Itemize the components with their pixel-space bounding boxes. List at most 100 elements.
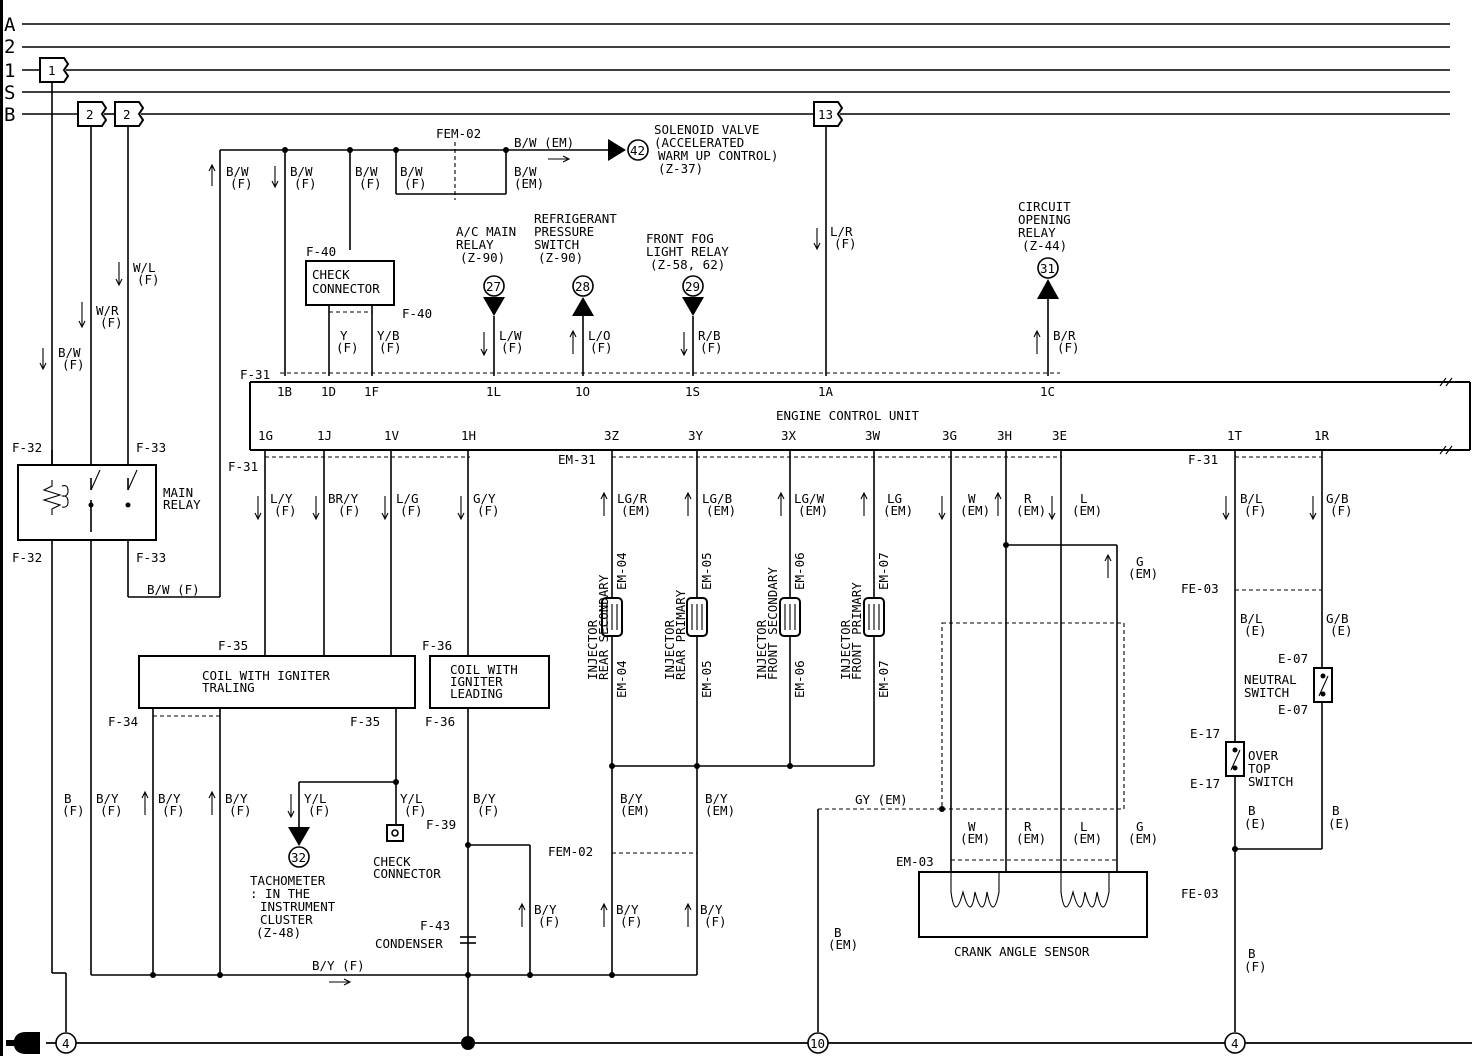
svg-text:B/Y: B/Y <box>225 791 248 806</box>
svg-text:FE-03: FE-03 <box>1181 886 1219 901</box>
svg-text:F-31: F-31 <box>228 459 258 474</box>
svg-text:EM-07: EM-07 <box>876 552 891 590</box>
svg-text:MAIN: MAIN <box>163 485 193 500</box>
svg-text:F-31: F-31 <box>1188 452 1218 467</box>
svg-text:B/Y: B/Y <box>700 902 723 917</box>
svg-text:(F): (F) <box>229 803 252 818</box>
svg-text:29: 29 <box>685 279 700 294</box>
svg-text:EM-06: EM-06 <box>792 660 807 698</box>
svg-text:E-07: E-07 <box>1278 702 1308 717</box>
svg-text:1B: 1B <box>277 384 292 399</box>
injector-front-secondary: INJECTOR FRONT SECONDARY EM-06 EM-06 <box>754 552 807 698</box>
svg-text:1L: 1L <box>486 384 501 399</box>
svg-text:F-35: F-35 <box>350 714 380 729</box>
svg-text:1J: 1J <box>317 428 332 443</box>
ref-42: 42 SOLENOID VALVE (ACCELERATED WARM UP C… <box>627 122 778 176</box>
svg-text:B: B <box>834 925 842 940</box>
svg-text:L/G: L/G <box>396 491 419 506</box>
svg-text:1V: 1V <box>384 428 400 443</box>
ref-28: REFRIGERANT PRESSURE SWITCH (Z-90) 28 <box>534 211 617 316</box>
svg-text:CONDENSER: CONDENSER <box>375 936 443 951</box>
svg-text:INJECTOR: INJECTOR <box>662 619 677 680</box>
svg-text:FRONT SECONDARY: FRONT SECONDARY <box>765 567 780 680</box>
svg-text:RELAY: RELAY <box>456 237 494 252</box>
svg-text:(F): (F) <box>308 803 331 818</box>
svg-text:LG: LG <box>887 491 902 506</box>
svg-text:L/W: L/W <box>499 328 522 343</box>
svg-text:(F): (F) <box>404 803 427 818</box>
svg-text:Y/B: Y/B <box>377 328 400 343</box>
svg-text:LIGHT RELAY: LIGHT RELAY <box>646 244 729 259</box>
svg-text:(F): (F) <box>477 803 500 818</box>
shield-outline <box>941 622 1125 810</box>
svg-text:4: 4 <box>62 1036 70 1051</box>
svg-text:1T: 1T <box>1227 428 1243 443</box>
svg-text:TRALING: TRALING <box>202 680 255 695</box>
svg-text:Y/L: Y/L <box>400 791 423 806</box>
flow-arrows <box>39 155 1317 986</box>
svg-text:R: R <box>1024 491 1032 506</box>
svg-text:SOLENOID VALVE: SOLENOID VALVE <box>654 122 759 137</box>
svg-text:B/Y: B/Y <box>473 791 496 806</box>
svg-text:B/Y: B/Y <box>158 791 181 806</box>
svg-text:CIRCUIT: CIRCUIT <box>1018 199 1071 214</box>
svg-text:FRONT FOG: FRONT FOG <box>646 231 714 246</box>
svg-text:13: 13 <box>818 107 833 122</box>
svg-text:GY (EM): GY (EM) <box>855 792 908 807</box>
svg-text:(E): (E) <box>1328 816 1351 831</box>
over-top-switch: E-17 E-17 OVER TOP SWITCH <box>1190 726 1293 791</box>
svg-text:(F): (F) <box>620 914 643 929</box>
svg-text:(EM): (EM) <box>1072 831 1102 846</box>
svg-text:(F): (F) <box>404 176 427 191</box>
svg-text:F-32: F-32 <box>12 550 42 565</box>
neutral-switch: E-07 E-07 NEUTRAL SWITCH <box>1244 651 1333 717</box>
svg-text:EM-05: EM-05 <box>699 660 714 698</box>
svg-text:(F): (F) <box>230 176 253 191</box>
check-connector-top: CHECK CONNECTOR F-40 F-40 <box>305 244 432 321</box>
svg-text:LG/W: LG/W <box>794 491 825 506</box>
svg-text:B/W (EM): B/W (EM) <box>514 135 574 150</box>
svg-text:E-07: E-07 <box>1278 651 1308 666</box>
svg-text:(EM): (EM) <box>514 176 544 191</box>
injector-front-primary: INJECTOR FRONT PRIMARY EM-07 EM-07 <box>838 552 891 698</box>
svg-text:(F): (F) <box>1330 503 1353 518</box>
svg-text:(F): (F) <box>590 340 613 355</box>
svg-text:L/O: L/O <box>588 328 611 343</box>
svg-text:LG/R: LG/R <box>617 491 648 506</box>
condenser: F-43 CONDENSER <box>375 918 476 951</box>
svg-text:(F): (F) <box>338 503 361 518</box>
svg-text:L: L <box>1080 819 1088 834</box>
svg-text:L/Y: L/Y <box>270 491 293 506</box>
svg-text:F-40: F-40 <box>402 306 432 321</box>
svg-text:B/Y (F): B/Y (F) <box>312 958 365 973</box>
svg-text:B: B <box>1332 803 1340 818</box>
engine-control-unit: ENGINE CONTROL UNIT F-31 1B 1D 1F 1L 1O … <box>228 367 1471 474</box>
svg-text:B: B <box>1248 803 1256 818</box>
svg-text:F-33: F-33 <box>136 550 166 565</box>
svg-text:1G: 1G <box>258 428 273 443</box>
svg-text:B/Y: B/Y <box>96 791 119 806</box>
svg-text:CHECK: CHECK <box>373 854 411 869</box>
svg-text:10: 10 <box>810 1036 825 1051</box>
svg-text:WARM UP CONTROL): WARM UP CONTROL) <box>658 148 778 163</box>
svg-text:R/B: R/B <box>698 328 721 343</box>
svg-text:3Y: 3Y <box>688 428 704 443</box>
svg-text:(EM): (EM) <box>798 503 828 518</box>
injector-rear-primary: INJECTOR REAR PRIMARY EM-05 EM-05 <box>662 552 714 698</box>
svg-text:PRESSURE: PRESSURE <box>534 224 594 239</box>
svg-text:(EM): (EM) <box>706 503 736 518</box>
rail-label-a: A <box>4 14 16 36</box>
svg-text:CHECK: CHECK <box>312 267 350 282</box>
left-margin-bar <box>0 0 3 1056</box>
svg-text:W: W <box>968 491 976 506</box>
coil-with-igniter-leading: COIL WITH IGNITER LEADING <box>429 655 550 709</box>
svg-text:RELAY: RELAY <box>1018 225 1056 240</box>
svg-text:CONNECTOR: CONNECTOR <box>312 281 380 296</box>
svg-text:COIL WITH IGNITER: COIL WITH IGNITER <box>202 668 330 683</box>
svg-text:(F): (F) <box>834 236 857 251</box>
svg-text:F-34: F-34 <box>108 714 138 729</box>
svg-text:1F: 1F <box>364 384 379 399</box>
svg-text:(F): (F) <box>274 503 297 518</box>
svg-text:F-33: F-33 <box>136 440 166 455</box>
